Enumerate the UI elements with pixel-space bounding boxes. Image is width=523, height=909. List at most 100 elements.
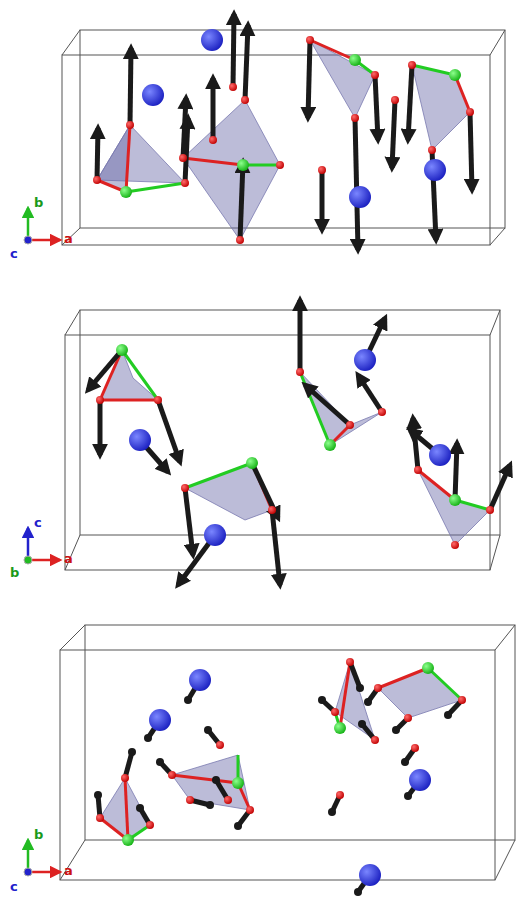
- blue-atom: [409, 769, 431, 791]
- unit-cell: [490, 228, 505, 245]
- spin-arrow: [88, 300, 510, 585]
- spin-arrow: [252, 463, 278, 518]
- axis-triad: [27, 528, 30, 560]
- tetrahedron: [335, 662, 375, 740]
- tetrahedron: [172, 755, 250, 810]
- oxygen-atom: [126, 121, 134, 129]
- green-atom: [324, 439, 336, 451]
- spin-arrow: [355, 118, 358, 250]
- oxygen-atom: [241, 96, 249, 104]
- spin-arrow: [455, 443, 457, 500]
- blue-atom: [201, 29, 223, 51]
- spin-arrow: [97, 14, 472, 250]
- axis-triad: [24, 236, 32, 244]
- unit-cell: [85, 625, 515, 840]
- spin-arrow-end: [358, 720, 366, 728]
- spin-arrow-end: [234, 822, 242, 830]
- oxygen-atom: [181, 179, 189, 187]
- tetrahedron: [378, 668, 462, 718]
- axis-label: a: [64, 232, 73, 245]
- bond: [100, 350, 490, 510]
- oxygen-atom: [306, 36, 314, 44]
- spin-arrow: [88, 350, 122, 390]
- spin-arrow: [185, 488, 193, 555]
- oxygen-atom: [268, 506, 276, 514]
- oxygen-atom: [96, 346, 494, 549]
- axis-label: c: [10, 247, 18, 260]
- spin-arrow-end: [144, 734, 152, 742]
- tetrahedron: [97, 40, 470, 240]
- unit-cell: [62, 30, 505, 245]
- spin-arrow-end: [94, 684, 452, 896]
- axis-triad: [28, 239, 60, 242]
- green-atom: [349, 54, 361, 66]
- oxygen-atom: [466, 108, 474, 116]
- spin-arrow: [490, 465, 510, 510]
- green-atom: [232, 777, 244, 789]
- oxygen-atom: [351, 114, 359, 122]
- spin-arrow: [408, 65, 412, 140]
- oxygen-atom: [246, 806, 254, 814]
- axis-label: c: [34, 516, 42, 529]
- spin-arrow: [183, 98, 186, 158]
- spin-arrow-end: [328, 808, 336, 816]
- spin-arrow-end: [392, 726, 400, 734]
- unit-cell: [65, 335, 490, 570]
- axis-label: a: [64, 864, 73, 877]
- oxygen-atom: [371, 71, 379, 79]
- oxygen-atom: [209, 136, 217, 144]
- axis-triad: [24, 840, 60, 876]
- oxygen-atom: [331, 708, 339, 716]
- spin-arrow-end: [356, 684, 364, 692]
- bond: [310, 40, 355, 60]
- blue-atom: [189, 669, 211, 691]
- tetrahedron: [185, 463, 272, 520]
- oxygen-atom: [414, 466, 422, 474]
- green-atom: [120, 54, 461, 198]
- spin-arrow: [470, 112, 472, 190]
- spin-arrow: [375, 75, 378, 140]
- bond: [125, 778, 128, 840]
- spin-arrow-end: [444, 711, 452, 719]
- bond: [300, 372, 330, 445]
- axis-triad: [28, 559, 60, 562]
- oxygen-atom: [146, 821, 154, 829]
- unit-cell: [80, 30, 505, 228]
- bond: [126, 183, 185, 192]
- unit-cell: [65, 310, 80, 335]
- oxygen-atom: [93, 36, 474, 244]
- oxygen-atom: [168, 771, 176, 779]
- axis-triad: [27, 208, 30, 240]
- spin-arrow-end: [354, 888, 362, 896]
- bond: [340, 662, 350, 728]
- tetrahedron: [97, 125, 130, 192]
- spin-arrow-end: [318, 696, 326, 704]
- unit-cell: [65, 535, 80, 570]
- oxygen-atom: [186, 796, 194, 804]
- tetrahedron: [100, 350, 158, 400]
- spin-arrow-end: [404, 792, 412, 800]
- spin-arrow: [98, 662, 462, 892]
- oxygen-atom: [486, 506, 494, 514]
- spin-arrow: [233, 14, 234, 87]
- green-atom: [449, 69, 461, 81]
- oxygen-atom: [346, 658, 354, 666]
- oxygen-atom: [236, 236, 244, 244]
- tetrahedron: [183, 100, 280, 240]
- spin-arrow: [350, 662, 360, 688]
- blue-atom: [354, 349, 376, 371]
- bond: [122, 350, 158, 400]
- unit-cell: [490, 30, 505, 55]
- blue-atom: [204, 524, 226, 546]
- green-atom: [122, 834, 134, 846]
- spin-arrow-end: [94, 791, 102, 799]
- green-atom: [122, 662, 434, 846]
- blue-atom: [129, 429, 151, 451]
- oxygen-atom: [93, 176, 101, 184]
- spin-arrow: [392, 100, 395, 168]
- oxygen-atom: [346, 421, 354, 429]
- green-atom: [237, 159, 249, 171]
- oxygen-atom: [428, 146, 436, 154]
- blue-atom: [142, 84, 164, 106]
